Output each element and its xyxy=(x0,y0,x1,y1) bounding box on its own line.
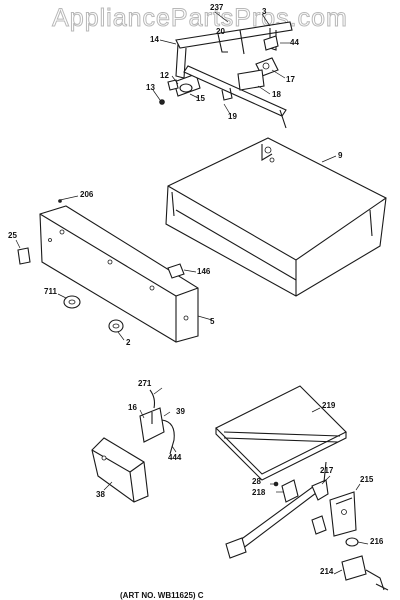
callout-5: 5 xyxy=(210,317,215,326)
callout-15: 15 xyxy=(196,94,205,103)
callout-44: 44 xyxy=(290,38,299,47)
burner-plate xyxy=(215,385,347,481)
callout-146: 146 xyxy=(197,267,211,276)
callout-444: 444 xyxy=(168,453,182,462)
watermark-logo: AppliancePartsPros.com xyxy=(52,4,348,33)
callout-2: 2 xyxy=(126,338,131,347)
callout-16: 16 xyxy=(128,403,137,412)
callout-19: 19 xyxy=(228,112,237,121)
burner-box-pan xyxy=(165,137,387,297)
callout-17: 17 xyxy=(286,75,295,84)
callout-39: 39 xyxy=(176,407,185,416)
callout-12: 12 xyxy=(160,71,169,80)
manifold-assembly xyxy=(152,11,293,129)
callout-20: 20 xyxy=(216,27,225,36)
callout-711: 711 xyxy=(44,287,57,296)
callout-216: 216 xyxy=(370,537,384,546)
callout-237: 237 xyxy=(210,3,224,12)
art-number: (ART NO. WB11625) C xyxy=(120,591,204,600)
callout-217: 217 xyxy=(320,466,334,475)
igniter-assembly xyxy=(91,387,177,503)
callout-219: 219 xyxy=(322,401,336,410)
callout-28: 28 xyxy=(252,477,261,486)
callout-218: 218 xyxy=(252,488,266,497)
callout-3: 3 xyxy=(262,7,267,16)
callout-18: 18 xyxy=(272,90,281,99)
lower-gas-line-assembly xyxy=(225,461,389,591)
callout-25: 25 xyxy=(8,231,17,240)
callout-271: 271 xyxy=(138,379,152,388)
callout-214: 214 xyxy=(320,567,334,576)
callout-206: 206 xyxy=(80,190,94,199)
callout-38: 38 xyxy=(96,490,105,499)
callout-14: 14 xyxy=(150,35,159,44)
callout-9: 9 xyxy=(338,151,343,160)
callout-215: 215 xyxy=(360,475,374,484)
mounting-bracket-panel xyxy=(15,195,213,343)
callout-13: 13 xyxy=(146,83,155,92)
